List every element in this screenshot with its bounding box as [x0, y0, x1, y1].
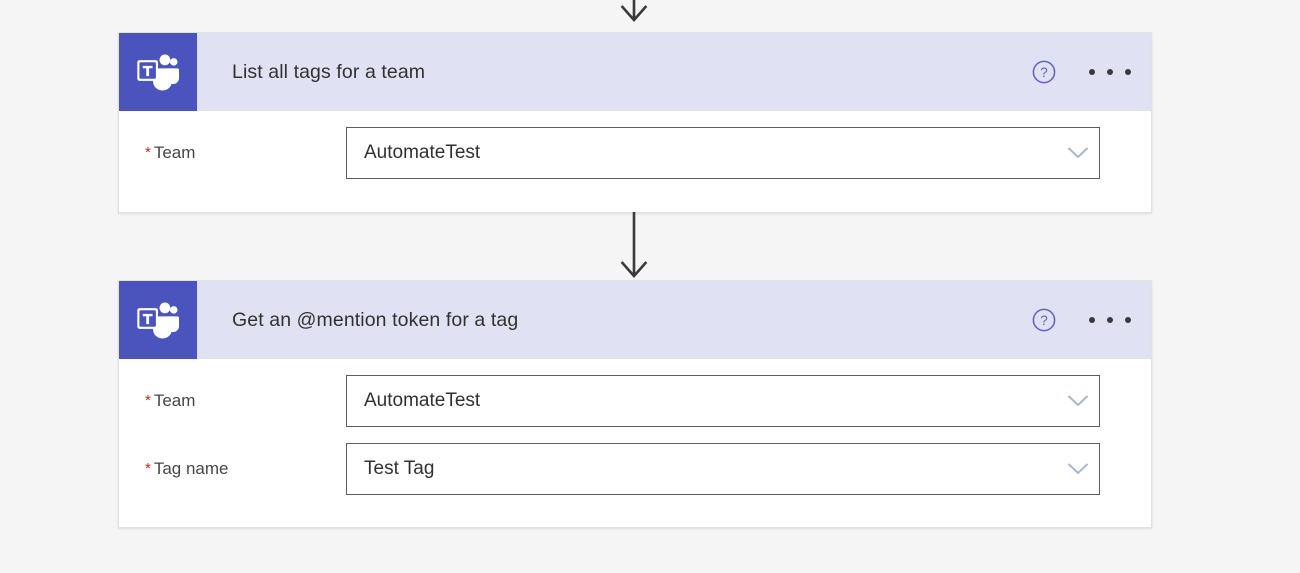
ellipsis-dot — [1125, 69, 1131, 75]
field-row-tag-name: * Tag name Test Tag — [119, 443, 1151, 495]
required-marker: * — [145, 460, 151, 477]
flow-connector-arrow-middle — [614, 212, 654, 280]
card-header[interactable]: Get an @mention token for a tag ? — [119, 281, 1151, 359]
card-body: * Team AutomateTest * Tag name Test Tag — [119, 375, 1151, 495]
arrow-down-icon — [620, 0, 648, 22]
ellipsis-dot — [1089, 317, 1095, 323]
card-body: * Team AutomateTest — [119, 127, 1151, 179]
required-marker: * — [145, 144, 151, 161]
action-card-mention-token[interactable]: Get an @mention token for a tag ? * Team — [118, 280, 1152, 528]
field-label-text: Tag name — [153, 459, 229, 478]
card-header-actions: ? — [1031, 33, 1133, 111]
teams-icon — [119, 33, 197, 111]
chevron-down-icon[interactable] — [1057, 444, 1099, 494]
ellipsis-dot — [1107, 69, 1113, 75]
field-label-text: Team — [153, 391, 196, 410]
team-dropdown-value: AutomateTest — [364, 142, 481, 163]
svg-text:?: ? — [1040, 65, 1048, 80]
field-row-team: * Team AutomateTest — [119, 127, 1151, 179]
field-row-team: * Team AutomateTest — [119, 375, 1151, 427]
card-header-actions: ? — [1031, 281, 1133, 359]
card-title: Get an @mention token for a tag — [232, 308, 519, 331]
card-title: List all tags for a team — [232, 60, 426, 83]
chevron-down-icon[interactable] — [1057, 376, 1099, 426]
team-dropdown-value: AutomateTest — [364, 390, 481, 411]
flow-connector-arrow-top — [614, 0, 654, 24]
question-circle-icon[interactable]: ? — [1031, 59, 1057, 85]
team-dropdown[interactable]: AutomateTest — [346, 127, 1100, 179]
svg-text:?: ? — [1040, 313, 1048, 328]
field-label-team: * Team — [119, 143, 346, 163]
ellipsis-icon[interactable] — [1087, 59, 1133, 85]
field-label-tag-name: * Tag name — [119, 459, 346, 479]
ellipsis-dot — [1125, 317, 1131, 323]
team-dropdown[interactable]: AutomateTest — [346, 375, 1100, 427]
field-label-team: * Team — [119, 391, 346, 411]
ellipsis-icon[interactable] — [1087, 307, 1133, 333]
question-circle-icon[interactable]: ? — [1031, 307, 1057, 333]
action-card-list-tags[interactable]: List all tags for a team ? * Team Auto — [118, 32, 1152, 213]
ellipsis-dot — [1107, 317, 1113, 323]
field-label-text: Team — [153, 143, 196, 162]
teams-icon — [119, 281, 197, 359]
required-marker: * — [145, 392, 151, 409]
chevron-down-icon[interactable] — [1057, 128, 1099, 178]
card-header[interactable]: List all tags for a team ? — [119, 33, 1151, 111]
tag-name-dropdown[interactable]: Test Tag — [346, 443, 1100, 495]
tag-name-dropdown-value: Test Tag — [364, 458, 435, 479]
arrow-down-icon — [620, 212, 648, 278]
ellipsis-dot — [1089, 69, 1095, 75]
